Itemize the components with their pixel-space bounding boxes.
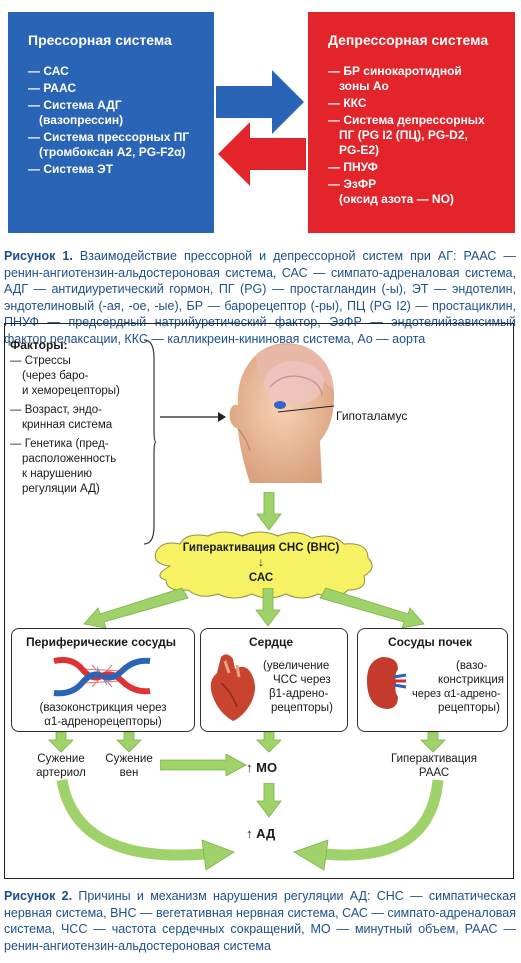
pressor-item: (вазопрессин) [39,113,124,127]
vessels-text-1: (вазоконстрикция через [39,702,167,714]
peripheral-vessels-title: Периферические сосуды [26,635,177,649]
heart-title: Сердце [249,635,294,649]
figure1-caption: Рисунок 1. Взаимодействие прессорной и д… [4,248,516,347]
factor-line: и хеморецепторы) [22,385,120,397]
figure2-caption-text: Причины и механизм нарушения регуляции А… [4,889,517,953]
veins-down-arrow-icon [116,732,142,753]
pressor-item: — РААС [28,81,76,95]
center-down-arrow-icon [255,588,281,627]
factor-line: — Возраст, эндо- [10,404,102,416]
vessels-icon [53,657,151,697]
heart-text-2: ЧСС через [273,674,331,686]
raas-line-2: РААС [418,766,450,779]
pressor-item: (тромбоксан A2, PG-F2α) [39,145,186,159]
figure2-caption-label: Рисунок 2. [4,889,73,903]
depressor-item: — БР синокаротидной [328,64,462,78]
depressor-item: зоны Ао [339,79,389,93]
right-arrow-icon [216,70,304,134]
mo-to-ad-arrow-icon [256,783,282,818]
kidney-title: Сосуды почек [388,635,473,649]
interaction-arrows [216,70,306,186]
factors-arrow-icon [160,412,226,422]
factor-line: (через баро- [22,370,89,382]
cloud-sas: САС [248,572,274,584]
pressor-item: — Система ЭТ [28,162,114,176]
pressor-title: Прессорная система [28,32,172,48]
depressor-system-box: Депрессорная система — БР синокаротидной… [308,12,515,233]
kidney-icon [366,657,407,709]
heart-text-4: рецепторы) [271,702,333,714]
kidney-text-1: (вазо- [456,660,488,672]
factor-line: — Генетика (пред- [10,438,109,450]
factor-line: — Стрессы [10,355,71,367]
heart-text-1: (увеличение [263,660,330,672]
depressor-item: — ЭзФР [328,177,377,191]
heart-down-arrow-icon [256,732,282,753]
depressor-item: — ККС [328,96,367,110]
depressor-item: — ПНУФ [328,160,378,174]
kidney-text-3: через α1-адрено- [412,688,501,700]
arterioles-label: Сужение артериол [26,753,96,780]
heart-icon [210,654,255,721]
ad-label: ↑ АД [246,826,276,841]
veins-line-1: Сужение [105,753,153,765]
veins-label: Сужение вен [96,753,162,780]
down-arrow-icon [256,492,282,531]
arterioles-line-2: артериол [36,766,86,779]
depressor-item: ПГ (PG I2 (ПЦ), PG-D2, [339,128,468,142]
factor-line: регуляции АД) [22,483,100,495]
depressor-title: Депрессорная система [328,32,489,48]
hypothalamus-pointer [277,405,335,413]
raas-curve-arrow-icon [293,779,444,871]
kidney-text-4: рецепторы) [438,702,500,714]
hypothalamus-label: Гипоталамус [336,409,408,423]
pressor-item: — Система АДГ [28,98,122,112]
heart-box: Сердце (увеличение ЧСС через β1-адрено- … [200,628,348,732]
peripheral-vessels-box: Периферические сосуды (вазоконстрикция ч… [11,628,195,732]
factor-line: расположенность [22,453,117,465]
figure1-caption-label: Рисунок 1. [4,249,73,263]
figure1-caption-text: Взаимодействие прессорной и депрессорной… [4,249,517,346]
right-diagonal-arrow-icon [319,587,425,629]
cloud-text: Гиперактивация СНС (ВНС) ↓ САС [168,541,354,586]
figure2-caption: Рисунок 2. Причины и механизм нарушения … [4,888,516,954]
kidney-vessels-box: Сосуды почек (вазо- констрикция через α1… [357,628,508,732]
pressor-item: — Система прессорных ПГ [28,130,190,144]
arterioles-down-arrow-icon [48,732,74,753]
factors-brace-icon [143,339,156,545]
figure2-frame [4,323,514,879]
depressor-item: PG-E2) [339,143,380,157]
cloud-arrow: ↓ [258,557,264,569]
depressor-item: — Система депрессорных [328,113,485,127]
factor-line: к нарушению [22,468,93,480]
pressor-list: — САС — РААС — Система АДГ (вазопрессин)… [28,64,214,177]
heart-text-3: β1-адрено- [269,688,329,700]
depressor-item: (оксид азота — NO) [339,192,454,206]
cloud-title: Гиперактивация СНС (ВНС) [182,542,340,554]
vessels-text-2: α1-адренорецепторы) [44,716,162,728]
pressor-system-box: Прессорная система — САС — РААС — Систем… [8,12,214,233]
factors-title: Факторы: [10,338,68,352]
mo-label: ↑ МО [246,760,278,775]
factor-line: кринная система [22,419,113,431]
pressor-item: — САС [28,64,69,78]
sns-cloud [154,531,373,599]
left-diagonal-arrow-icon [83,587,189,629]
kidney-text-2: констрикция [438,674,505,686]
kidney-down-arrow-icon [420,732,446,753]
arterioles-line-1: Сужение [37,753,85,765]
head-brain-illustration [229,343,334,483]
left-arrow-icon [218,122,306,186]
depressor-list: — БР синокаротидной зоны Ао — ККС — Сист… [328,64,515,207]
raas-line-1: Гиперактивация [391,753,477,765]
veins-to-mo-arrow-icon [160,754,247,776]
veins-line-2: вен [119,766,139,779]
arterioles-curve-arrow-icon [56,778,235,871]
raas-label: Гиперактивация РААС [386,753,482,780]
